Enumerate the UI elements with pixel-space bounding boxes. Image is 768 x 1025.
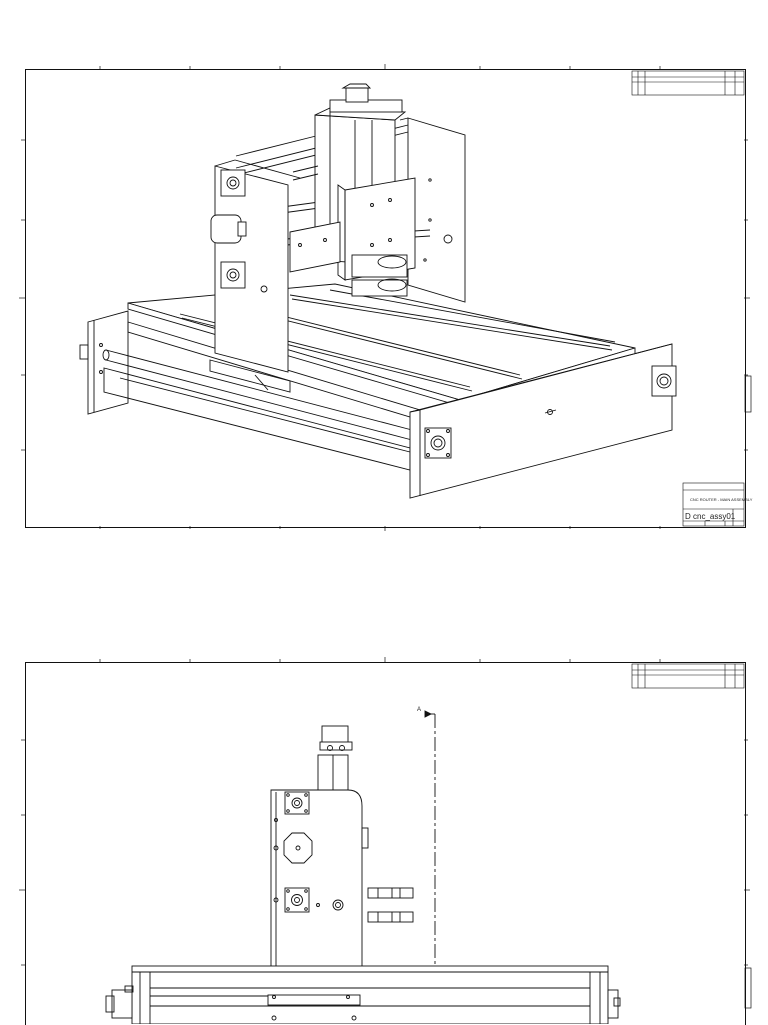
drawing-sheet-2 xyxy=(25,662,746,1025)
sheet1-revision-block xyxy=(631,70,745,96)
sheet2-revision-block xyxy=(631,663,745,689)
title-block-drawing-number: D cnc_assy01 xyxy=(685,512,736,521)
section-marker-label: A xyxy=(417,707,422,713)
sheet1-title-block xyxy=(682,482,745,527)
sheet2-border-ticks xyxy=(19,657,750,966)
title-block-drawing-title: CNC ROUTER - MAIN ASSEMBLY xyxy=(690,497,753,502)
sheet1-side-box xyxy=(744,375,752,413)
cnc-side-view xyxy=(105,725,621,1024)
sheet1-border-ticks xyxy=(19,64,750,531)
sheet2-side-box xyxy=(744,967,752,1009)
cnc-isometric-view xyxy=(79,83,677,499)
